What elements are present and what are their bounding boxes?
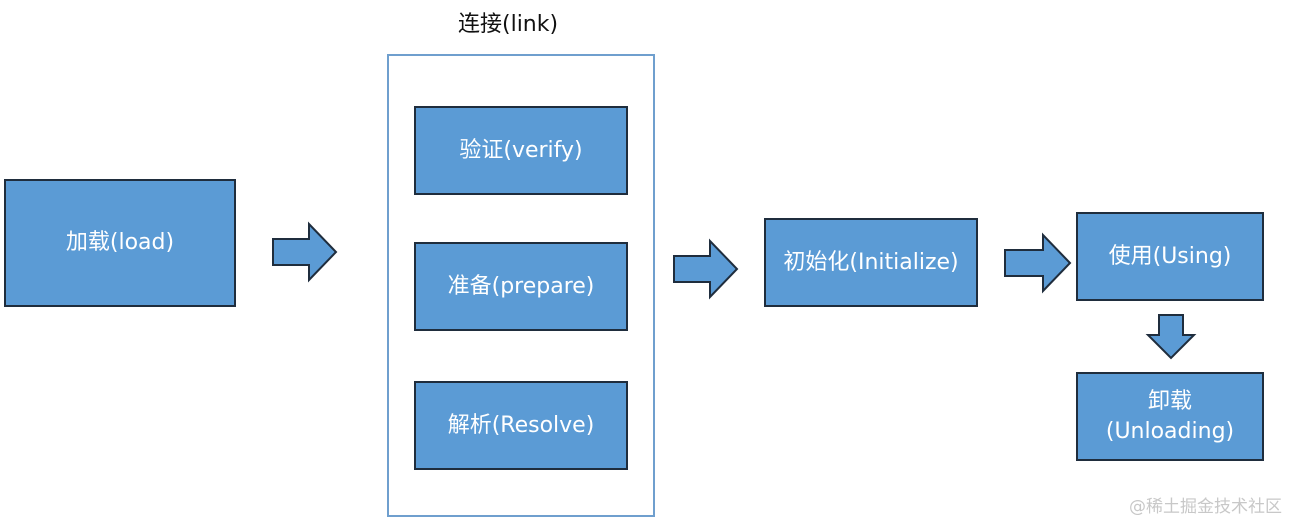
prepare-box: 准备(prepare) xyxy=(414,242,628,331)
watermark: @稀土掘金技术社区 xyxy=(1129,497,1282,517)
unloading-box: 卸载 (Unloading) xyxy=(1076,372,1264,461)
initialize-label: 初始化(Initialize) xyxy=(783,249,959,275)
verify-box: 验证(verify) xyxy=(414,106,628,195)
load-label: 加载(load) xyxy=(65,230,175,256)
verify-label: 验证(verify) xyxy=(459,137,583,163)
link-group-frame xyxy=(387,54,655,517)
arrow-right-icon xyxy=(673,238,739,300)
unloading-label-line1: 卸载 xyxy=(1147,388,1192,414)
arrow-right-icon xyxy=(272,221,338,283)
prepare-label: 准备(prepare) xyxy=(447,273,595,299)
resolve-box: 解析(Resolve) xyxy=(414,381,628,470)
unloading-label-line2: (Unloading) xyxy=(1105,418,1235,444)
initialize-box: 初始化(Initialize) xyxy=(764,218,978,307)
load-box: 加载(load) xyxy=(4,179,236,307)
using-label: 使用(Using) xyxy=(1108,243,1232,269)
arrow-down-icon xyxy=(1145,314,1197,360)
link-group-title: 连接(link) xyxy=(458,12,559,37)
using-box: 使用(Using) xyxy=(1076,212,1264,301)
resolve-label: 解析(Resolve) xyxy=(447,412,595,438)
arrow-right-icon xyxy=(1004,232,1072,294)
